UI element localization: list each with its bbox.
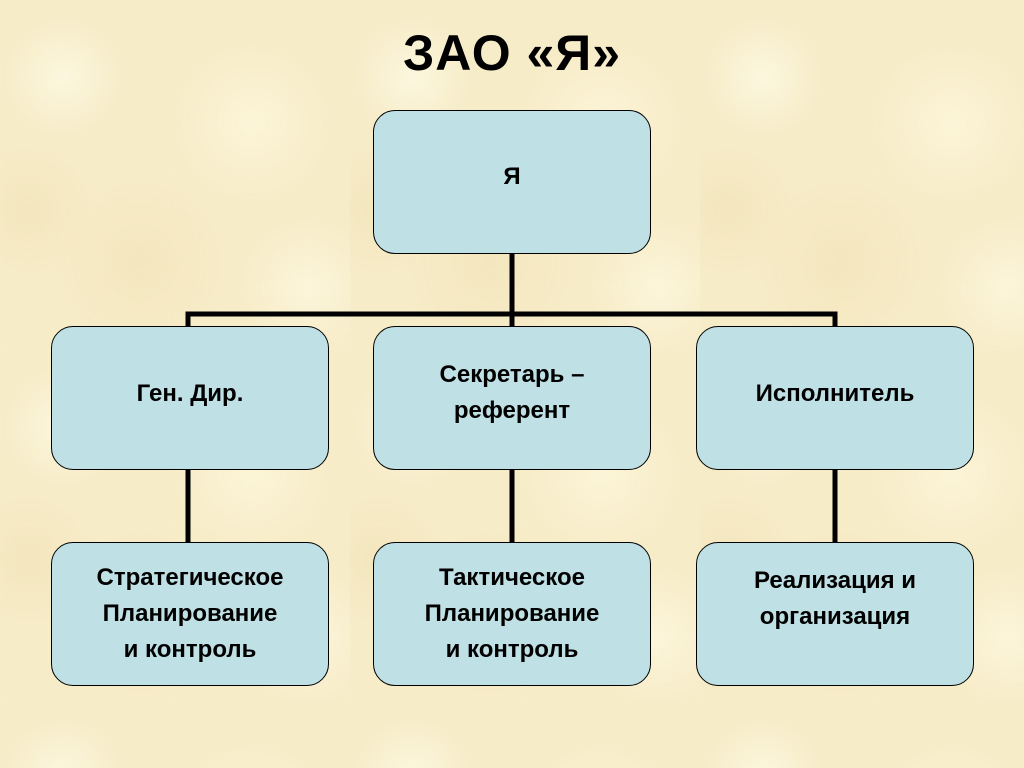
node-gen-dir-label: Ген. Дир. [136,380,244,407]
node-gen-dir: Ген. Дир. [51,326,329,470]
node-strategic-label: Стратегическое Планирование и контроль [96,564,284,663]
node-executor-label: Исполнитель [755,380,915,407]
node-realization: Реализация и организация [696,542,974,686]
node-secretary: Секретарь – референт [373,326,651,470]
node-root: Я [373,110,651,254]
node-tactical-label: Тактическое Планирование и контроль [424,564,600,663]
node-realization-label: Реализация и организация [754,567,916,630]
node-root-label: Я [503,163,521,190]
node-tactical: Тактическое Планирование и контроль [373,542,651,686]
node-strategic: Стратегическое Планирование и контроль [51,542,329,686]
node-secretary-label: Секретарь – референт [439,361,585,424]
diagram-title: ЗАО «Я» [402,25,622,81]
node-executor: Исполнитель [696,326,974,470]
